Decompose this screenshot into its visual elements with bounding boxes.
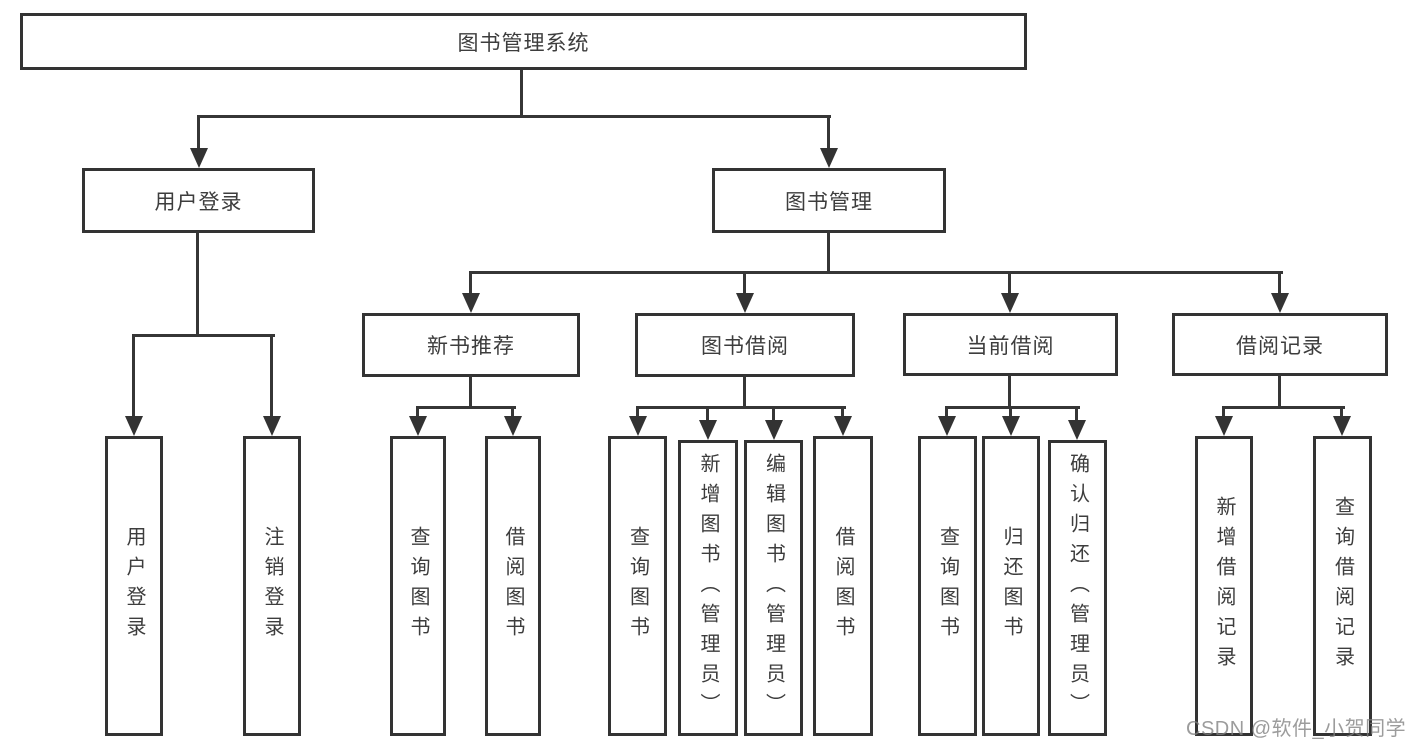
leaf-cb-confirm-return-admin: 确认归还（管理员） [1048, 440, 1107, 736]
connector-line [841, 406, 844, 418]
connector-line [132, 334, 135, 418]
connector-line [197, 115, 831, 118]
connector-line [636, 406, 639, 418]
leaf-logout: 注销登录 [243, 436, 301, 736]
leaf-cb-query-books: 查询图书 [918, 436, 977, 736]
watermark: CSDN @软件_小贺同学 [1186, 718, 1405, 740]
node-label: 图书管理 [785, 190, 873, 214]
node-label: 当前借阅 [966, 334, 1055, 358]
connector-line [743, 271, 746, 295]
arrow-down-icon [765, 420, 783, 440]
leaf-label: 查询图书 [626, 526, 649, 646]
leaf-label: 查询借阅记录 [1331, 496, 1354, 676]
leaf-label: 归还图书 [1000, 526, 1022, 646]
connector-line [132, 334, 275, 337]
connector-line [469, 271, 472, 295]
leaf-bb-edit-books-admin: 编辑图书（管理员） [744, 440, 803, 736]
connector-line [1009, 406, 1012, 418]
leaf-nbr-query-books: 查询图书 [390, 436, 446, 736]
connector-line [706, 406, 709, 422]
node-library-management-system: 图书管理系统 [20, 13, 1027, 70]
arrow-down-icon [736, 293, 754, 313]
node-label: 用户登录 [154, 190, 243, 214]
node-new-book-recommend: 新书推荐 [362, 313, 580, 377]
connector-line [743, 375, 746, 408]
leaf-br-add-record: 新增借阅记录 [1195, 436, 1253, 736]
connector-line [1222, 406, 1345, 409]
arrow-down-icon [1333, 416, 1351, 436]
arrow-down-icon [1068, 420, 1086, 440]
leaf-bb-add-books-admin: 新增图书（管理员） [678, 440, 738, 736]
arrow-down-icon [462, 293, 480, 313]
connector-line [827, 115, 830, 150]
connector-line [511, 406, 514, 418]
connector-line [1075, 406, 1078, 422]
connector-line [1008, 271, 1011, 295]
arrow-down-icon [820, 148, 838, 168]
connector-line [636, 406, 846, 409]
connector-line [1278, 271, 1281, 295]
arrow-down-icon [504, 416, 522, 436]
connector-line [416, 406, 419, 418]
leaf-cb-return-books: 归还图书 [982, 436, 1040, 736]
arrow-down-icon [1001, 293, 1019, 313]
connector-line [772, 406, 775, 422]
arrow-down-icon [125, 416, 143, 436]
leaf-label: 查询图书 [407, 526, 429, 646]
connector-line [1008, 375, 1011, 408]
leaf-label: 用户登录 [123, 526, 145, 646]
node-current-borrowing: 当前借阅 [903, 313, 1118, 376]
node-book-borrowing: 图书借阅 [635, 313, 855, 377]
arrow-down-icon [1002, 416, 1020, 436]
leaf-label: 借阅图书 [502, 526, 524, 646]
arrow-down-icon [190, 148, 208, 168]
connector-line [270, 334, 273, 418]
leaf-label: 注销登录 [261, 526, 283, 646]
arrow-down-icon [699, 420, 717, 440]
connector-line [416, 406, 516, 409]
connector-line [520, 70, 523, 117]
leaf-label: 新增图书（管理员） [697, 453, 719, 723]
node-book-management: 图书管理 [712, 168, 946, 233]
node-label: 图书管理系统 [457, 31, 590, 55]
connector-line [827, 231, 830, 273]
leaf-bb-query-books: 查询图书 [608, 436, 667, 736]
leaf-label: 确认归还（管理员） [1066, 453, 1089, 723]
leaf-br-query-record: 查询借阅记录 [1313, 436, 1372, 736]
connector-line [1222, 406, 1225, 418]
node-label: 图书借阅 [701, 335, 789, 358]
connector-line [196, 231, 199, 336]
leaf-user-login: 用户登录 [105, 436, 163, 736]
leaf-label: 新增借阅记录 [1213, 496, 1235, 676]
arrow-down-icon [834, 416, 852, 436]
node-label: 借阅记录 [1236, 334, 1324, 358]
arrow-down-icon [938, 416, 956, 436]
connector-line [1340, 406, 1343, 418]
connector-line [1278, 375, 1281, 408]
arrow-down-icon [409, 416, 427, 436]
arrow-down-icon [263, 416, 281, 436]
leaf-label: 借阅图书 [832, 526, 854, 646]
arrow-down-icon [1215, 416, 1233, 436]
node-user-login: 用户登录 [82, 168, 315, 233]
connector-line [197, 115, 200, 150]
leaf-label: 编辑图书（管理员） [762, 453, 785, 723]
leaf-nbr-borrow-books: 借阅图书 [485, 436, 541, 736]
leaf-bb-borrow-books: 借阅图书 [813, 436, 873, 736]
connector-line [945, 406, 948, 418]
node-borrowing-records: 借阅记录 [1172, 313, 1388, 376]
leaf-label: 查询图书 [936, 526, 959, 646]
arrow-down-icon [629, 416, 647, 436]
connector-line [469, 375, 472, 408]
connector-line [469, 271, 1283, 274]
node-label: 新书推荐 [427, 335, 515, 358]
connector-line [945, 406, 1080, 409]
arrow-down-icon [1271, 293, 1289, 313]
